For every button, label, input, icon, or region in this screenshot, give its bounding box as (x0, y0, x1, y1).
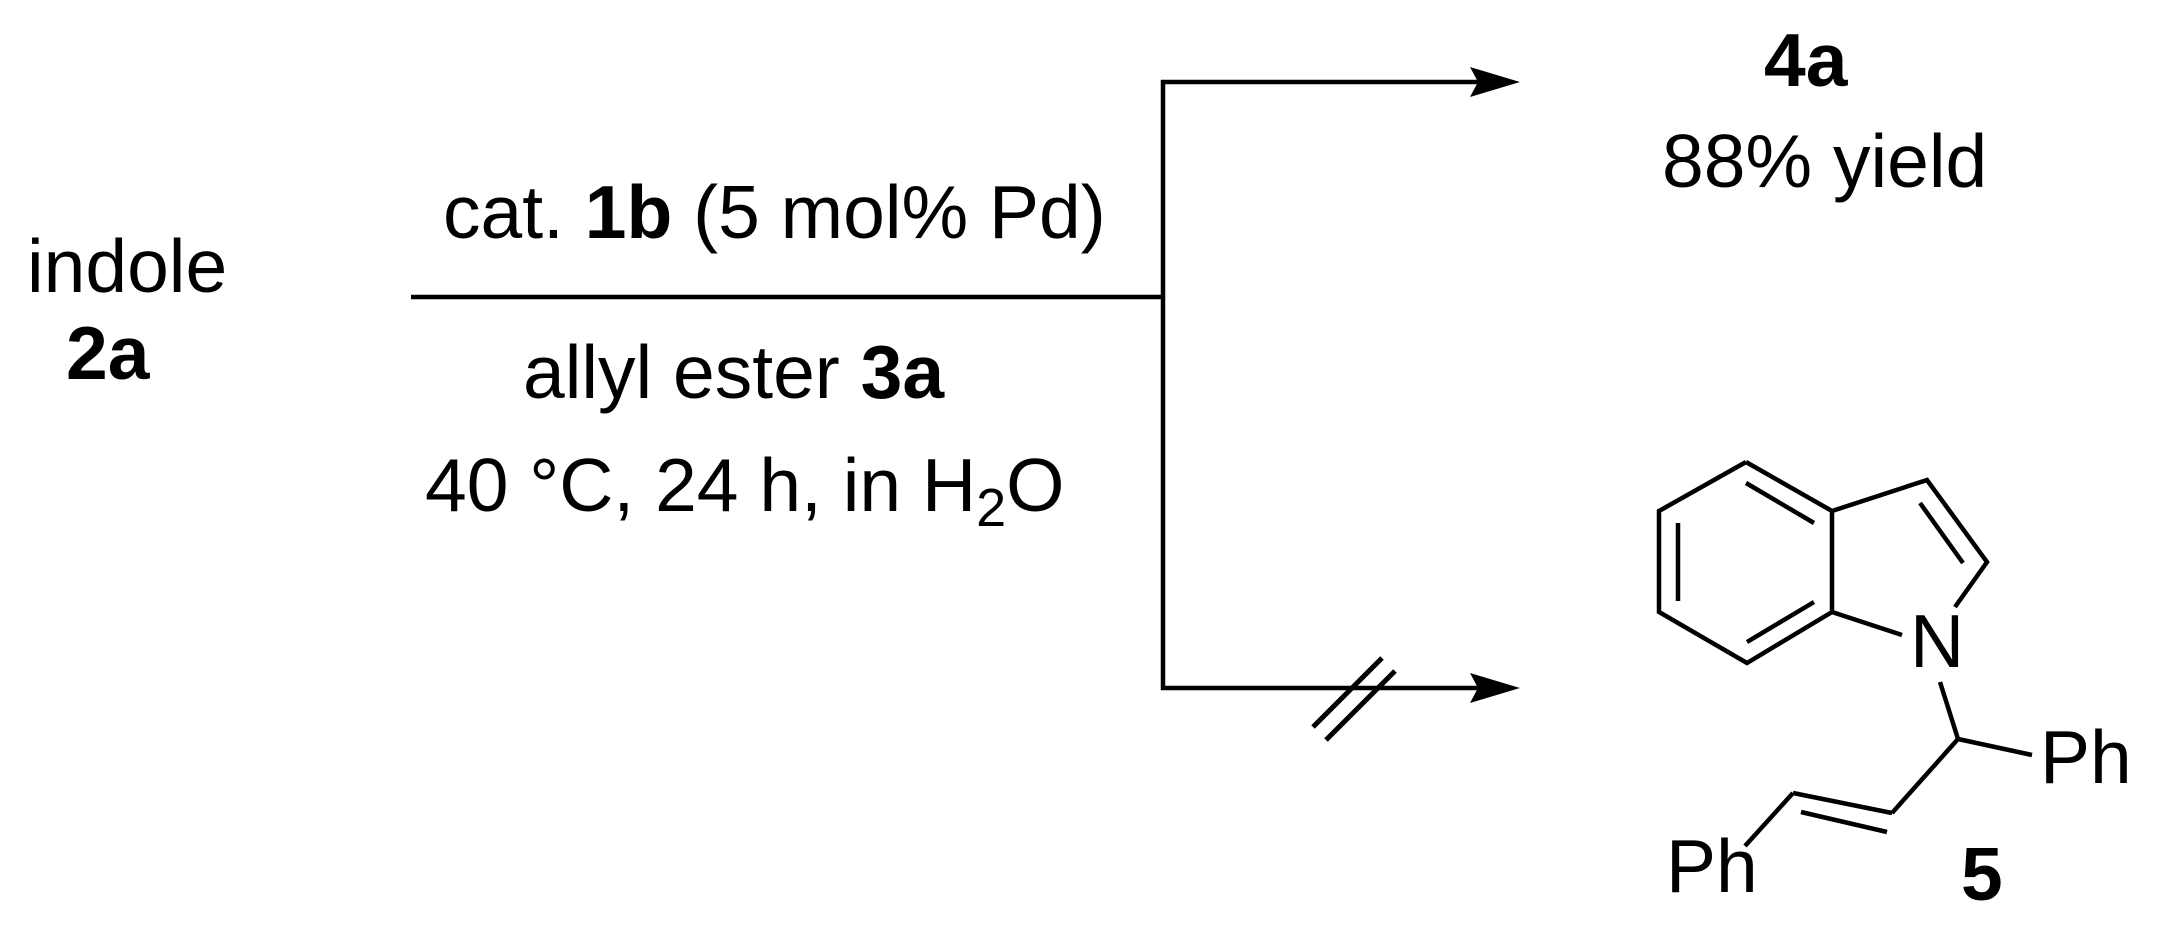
product-4a-label: 4a (1764, 18, 1848, 102)
reagent-label: 3a (860, 330, 945, 414)
reactant-name: indole (27, 224, 228, 308)
reactant-label: 2a (66, 311, 150, 395)
arrowhead-icon (1470, 67, 1520, 97)
conditions-suffix: O (1006, 443, 1065, 527)
catalyst-loading: (5 mol% Pd) (672, 170, 1106, 254)
arrowhead-icon (1470, 673, 1520, 703)
product-5-label: 5 (1961, 832, 2003, 916)
phenyl-right-label: Ph (2040, 715, 2132, 799)
no-reaction-slash-icon (1311, 656, 1397, 742)
catalyst-prefix: cat. (443, 170, 585, 254)
catalyst-conditions: cat. 1b (5 mol% Pd) (443, 175, 1106, 250)
catalyst-label: 1b (584, 170, 673, 254)
phenyl-left-label: Ph (1666, 824, 1758, 908)
product-4a-yield: 88% yield (1662, 119, 1988, 203)
reagent-prefix: allyl ester (523, 330, 861, 414)
subscript-2: 2 (976, 478, 1007, 539)
temperature-time-solvent: 40 °C, 24 h, in H2O (425, 448, 1065, 536)
conditions-text: 40 °C, 24 h, in H (425, 443, 977, 527)
reagent-conditions: allyl ester 3a (523, 335, 944, 410)
product-5-structure (1656, 460, 2033, 848)
nitrogen-atom-label: N (1910, 599, 1965, 683)
